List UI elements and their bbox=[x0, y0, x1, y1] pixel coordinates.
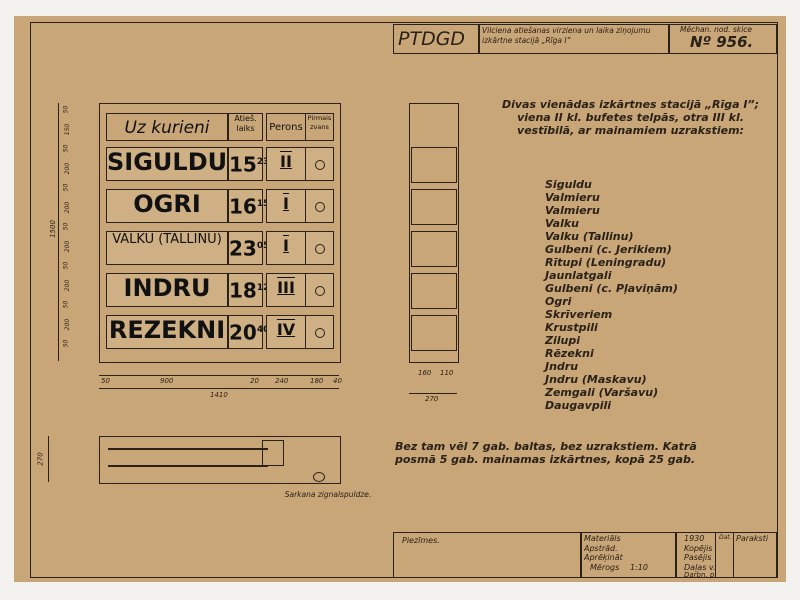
station-item: Zemgali (Varšavu) bbox=[545, 386, 659, 399]
platform-plate: IV bbox=[266, 315, 306, 349]
bell-lamp bbox=[305, 189, 334, 223]
drawing-description: Vilciena atiešanas virziena un laika ziņ… bbox=[482, 26, 651, 45]
time-minutes: 40 bbox=[256, 325, 270, 335]
platform-plate: I bbox=[266, 189, 306, 223]
station-item: Gulbeni (c. Pļaviņām) bbox=[545, 282, 678, 295]
drawing-number: Nº 956. bbox=[690, 33, 754, 51]
side-view bbox=[409, 103, 459, 363]
station-item: Krustpili bbox=[545, 321, 598, 334]
time-plate: 2305 bbox=[228, 231, 269, 265]
drawing-code: PTDGD bbox=[398, 28, 466, 50]
sign-board-front bbox=[99, 103, 341, 363]
station-item: Valmieru bbox=[545, 204, 600, 217]
station-item: Jndru bbox=[545, 360, 579, 373]
side-compartment bbox=[411, 189, 457, 225]
station-item: Valku (Tallinu) bbox=[545, 230, 634, 243]
dim-side-total: 270 bbox=[425, 395, 439, 403]
time-hours: 15 bbox=[229, 152, 257, 177]
station-item: Ogri bbox=[545, 295, 572, 308]
station-item: Jndru (Maskavu) bbox=[545, 373, 647, 386]
time-plate: 1523 bbox=[228, 147, 269, 181]
lamp-icon bbox=[314, 244, 325, 254]
footnote-text: Bez tam vēl 7 gab. baltas, bez uzrakstie… bbox=[395, 440, 697, 466]
station-item: Valmieru bbox=[545, 191, 600, 204]
platform-plate: III bbox=[266, 273, 306, 307]
dim-bottom: 240 bbox=[275, 377, 289, 385]
side-compartment bbox=[411, 147, 457, 183]
side-compartment bbox=[411, 231, 457, 267]
drawing-category: Mēchan. nod. skice bbox=[680, 25, 753, 34]
station-item: Rītupi (Leningradu) bbox=[545, 256, 667, 269]
time-plate: 1812 bbox=[228, 273, 269, 307]
station-item: Gulbeni (c. Jerikiem) bbox=[545, 243, 672, 256]
dim-left: 50 bbox=[62, 261, 70, 270]
dim-bottom: 20 bbox=[250, 377, 259, 385]
station-item: Siguldu bbox=[545, 178, 592, 191]
destination-plate: INDRU bbox=[106, 273, 228, 307]
dim-left: 50 bbox=[62, 339, 70, 348]
station-item: Rēzekni bbox=[545, 347, 594, 360]
time-hours: 20 bbox=[229, 320, 257, 345]
time-hours: 16 bbox=[229, 194, 257, 219]
bottom-title-block: Piezīmes. Materiāls Apstrād. Aprēķināt M… bbox=[393, 532, 777, 579]
platform-plate: I bbox=[266, 231, 306, 265]
side-compartment bbox=[411, 273, 457, 309]
bell-lamp bbox=[305, 315, 334, 349]
time-plate: 2040 bbox=[228, 315, 269, 349]
dim-left: 50 bbox=[62, 222, 70, 231]
time-minutes: 23 bbox=[256, 157, 270, 167]
station-item: Jaunlatgali bbox=[545, 269, 612, 282]
time-plate: 1615 bbox=[228, 189, 269, 223]
time-minutes: 15 bbox=[256, 199, 270, 209]
bell-lamp bbox=[305, 273, 334, 307]
dim-bottom: 40 bbox=[333, 377, 342, 385]
dim-bottom: 50 bbox=[101, 377, 110, 385]
dim-left: 150 bbox=[64, 123, 72, 135]
dim-bottom: 180 bbox=[310, 377, 324, 385]
station-item: Daugavpili bbox=[545, 399, 612, 412]
dim-left: 200 bbox=[64, 240, 72, 252]
station-item: Skrīveriem bbox=[545, 308, 613, 321]
dim-left: 200 bbox=[64, 279, 72, 291]
dim-side-b: 110 bbox=[440, 369, 454, 377]
plan-view bbox=[99, 436, 341, 484]
time-minutes: 12 bbox=[256, 283, 270, 293]
plan-label: Sarkana zignalspuldze. bbox=[284, 490, 372, 499]
lamp-icon bbox=[314, 160, 325, 170]
dim-bottom: 900 bbox=[160, 377, 174, 385]
dim-left: 200 bbox=[64, 318, 72, 330]
header-time: Atieš. laiks bbox=[228, 113, 263, 141]
dim-left: 50 bbox=[62, 300, 70, 309]
header-bell: Pirmais zvans bbox=[305, 113, 334, 141]
destination-plate: SIGULDU bbox=[106, 147, 228, 181]
platform-plate: II bbox=[266, 147, 306, 181]
dim-height-total: 1500 bbox=[48, 220, 57, 238]
bell-lamp bbox=[305, 231, 334, 265]
header-destination: Uz kurieni bbox=[106, 113, 228, 141]
description-text: Divas vienādas izkārtnes stacijā „Rīga I… bbox=[501, 98, 760, 137]
destination-plate: OGRI bbox=[106, 189, 228, 223]
station-item: Zilupi bbox=[545, 334, 580, 347]
lamp-icon bbox=[314, 286, 325, 296]
destination-plate: VALKU (TALLINU) bbox=[106, 231, 228, 265]
title-block bbox=[393, 24, 777, 54]
dim-left: 200 bbox=[64, 162, 72, 174]
dim-left: 50 bbox=[62, 144, 70, 153]
station-item: Valku bbox=[545, 217, 579, 230]
bell-lamp bbox=[305, 147, 334, 181]
dim-left: 50 bbox=[62, 105, 70, 114]
header-platform: Perons bbox=[266, 113, 306, 141]
time-hours: 23 bbox=[229, 236, 257, 261]
time-hours: 18 bbox=[229, 278, 257, 303]
dim-plan-depth: 270 bbox=[36, 452, 45, 466]
dim-side-a: 160 bbox=[418, 369, 432, 377]
dim-width-total: 1410 bbox=[210, 391, 228, 399]
destination-plate: REZEKNI bbox=[106, 315, 228, 349]
lamp-icon bbox=[314, 202, 325, 212]
time-minutes: 05 bbox=[256, 241, 270, 251]
lamp-icon bbox=[314, 328, 325, 338]
side-compartment bbox=[411, 315, 457, 351]
dim-left: 50 bbox=[62, 183, 70, 192]
dim-left: 200 bbox=[64, 201, 72, 213]
